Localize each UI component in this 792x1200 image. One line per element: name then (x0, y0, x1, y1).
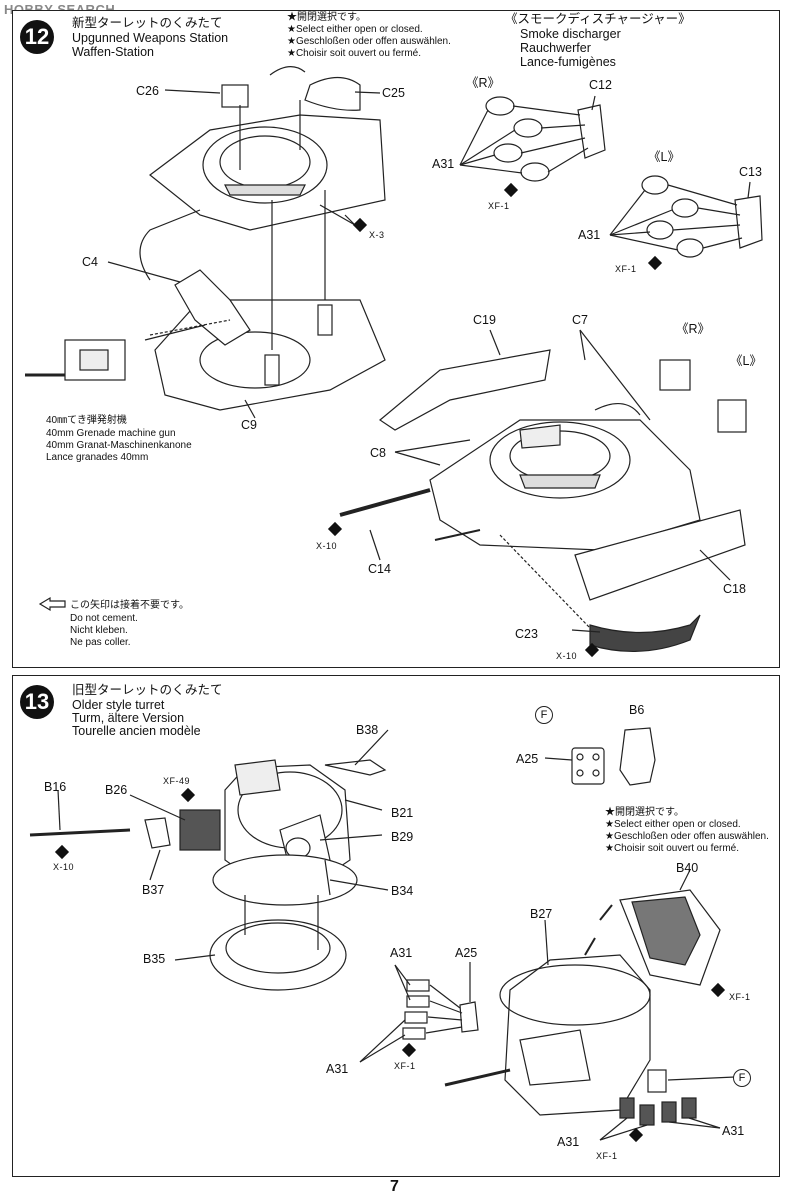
smoke-title-jp: 《スモークディスチャージャー》 (505, 12, 691, 26)
part-a31-top: A31 (390, 946, 413, 960)
step-13-note-fr: ★Choisir soit ouvert ou fermé. (605, 843, 740, 854)
step-12-note-jp: ★開閉選択です。 (287, 12, 366, 23)
step-12-note-de: ★Geschloßen oder offen auswählen. (287, 36, 451, 47)
arrow-note-fr: Ne pas coller. (70, 637, 131, 648)
part-xf1-r: XF-1 (488, 201, 510, 211)
arrow-note-de: Nicht kleben. (70, 625, 128, 636)
step-12-note-en: ★Select either open or closed. (287, 24, 423, 35)
step-12-note-fr: ★Choisir soit ouvert ou fermé. (287, 48, 422, 59)
step-12-title-jp: 新型ターレットのくみたて (72, 16, 223, 30)
part-x3: X-3 (369, 230, 385, 240)
part-a31-bl: A31 (557, 1135, 580, 1149)
part-b35: B35 (143, 952, 166, 966)
part-xf1c: XF-1 (596, 1151, 618, 1161)
part-a31-r: A31 (432, 157, 455, 171)
part-c14: C14 (368, 562, 391, 576)
part-xf1-l: XF-1 (615, 264, 637, 274)
part-b38: B38 (356, 723, 379, 737)
part-c26: C26 (136, 84, 159, 98)
step-13-title-de: Turm, ältere Version (72, 711, 185, 725)
smoke-title-en: Smoke discharger (520, 27, 621, 41)
smoke-title-de: Rauchwerfer (520, 41, 591, 55)
part-c18: C18 (723, 582, 746, 596)
part-a31-l: A31 (578, 228, 601, 242)
part-a31-left: A31 (326, 1062, 349, 1076)
part-x10: X-10 (53, 862, 75, 872)
gun-label-jp: 40㎜てき弾発射機 (46, 415, 127, 426)
label-r2: 《R》 (676, 322, 711, 336)
part-xf1a: XF-1 (729, 992, 751, 1002)
part-b27: B27 (530, 907, 553, 921)
step-12-title-en: Upgunned Weapons Station (72, 31, 229, 45)
part-c7: C7 (572, 313, 588, 327)
part-b26: B26 (105, 783, 128, 797)
step-13-note-jp: ★開閉選択です。 (605, 807, 684, 818)
step-13-number: 13 (20, 685, 54, 719)
step-13-note-en: ★Select either open or closed. (605, 819, 741, 830)
part-c23: C23 (515, 627, 538, 641)
step-12-number: 12 (20, 20, 54, 54)
part-a25-b: A25 (455, 946, 478, 960)
label-l2: 《L》 (730, 354, 762, 368)
part-b21: B21 (391, 806, 414, 820)
label-f1: F (535, 706, 553, 724)
gun-label-fr: Lance granades 40mm (46, 452, 149, 463)
step-13-title-en: Older style turret (72, 698, 165, 712)
gun-label-de: 40mm Granat-Maschinenkanone (46, 440, 192, 451)
part-c13: C13 (739, 165, 762, 179)
part-b6: B6 (629, 703, 645, 717)
part-c25: C25 (382, 86, 405, 100)
part-b40: B40 (676, 861, 699, 875)
part-b34: B34 (391, 884, 414, 898)
label-r: 《R》 (466, 76, 501, 90)
page-number: 7 (390, 1178, 399, 1195)
part-a31-br: A31 (722, 1124, 745, 1138)
part-b16: B16 (44, 780, 67, 794)
step-13-title-jp: 旧型ターレットのくみたて (72, 683, 223, 697)
part-c19: C19 (473, 313, 496, 327)
part-a25-f: A25 (516, 752, 539, 766)
part-c8: C8 (370, 446, 386, 460)
arrow-note-en: Do not cement. (70, 613, 138, 624)
part-b29: B29 (391, 830, 414, 844)
arrow-note-jp: この矢印は接着不要です。 (70, 600, 189, 611)
part-x10a: X-10 (316, 541, 338, 551)
step-13-note-de: ★Geschloßen oder offen auswählen. (605, 831, 769, 842)
part-c12: C12 (589, 78, 612, 92)
label-f2: F (733, 1069, 751, 1087)
part-c4: C4 (82, 255, 98, 269)
part-b37: B37 (142, 883, 165, 897)
part-c9: C9 (241, 418, 257, 432)
label-l: 《L》 (648, 150, 680, 164)
part-xf1b: XF-1 (394, 1061, 416, 1071)
gun-label-en: 40mm Grenade machine gun (46, 428, 176, 439)
step-13-title-fr: Tourelle ancien modèle (72, 724, 201, 738)
step-12-title-de: Waffen-Station (72, 45, 154, 59)
smoke-title-fr: Lance-fumigènes (520, 55, 616, 69)
part-xf49: XF-49 (163, 776, 191, 786)
part-x10b: X-10 (556, 651, 578, 661)
